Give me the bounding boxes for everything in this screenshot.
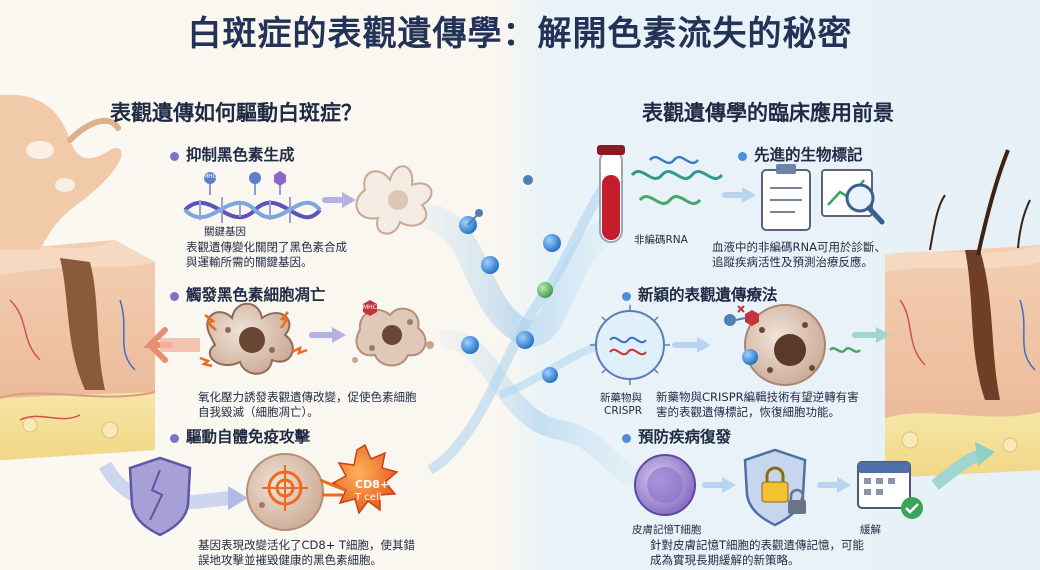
suppress-desc-line2: 與運輸所需的關鍵基因。: [186, 255, 313, 269]
chart-magnifier-icon: [821, 169, 885, 225]
drug-crispr-label-line1: 新藥物與: [600, 392, 642, 404]
bullet-dot: [170, 292, 179, 301]
biomarkers-desc-line2: 追蹤疾病活性及預測治療反應。: [712, 255, 873, 269]
skin-block-left: [0, 240, 156, 460]
crispr-virus-icon: [590, 305, 670, 385]
central-beads: [459, 175, 561, 383]
section-heading-therapy: 新穎的表觀遺傳療法: [638, 286, 778, 304]
apoptosis-desc-line1: 氧化壓力誘發表觀遺傳改變，促使色素細胞: [198, 390, 417, 404]
bullet-dot: [170, 434, 179, 443]
bullet-dot: [622, 434, 631, 443]
page-title: 白斑症的表觀遺傳學：解開色素流失的秘密: [187, 14, 853, 54]
section-heading-biomarkers: 先進的生物標記: [754, 146, 863, 164]
relapse-desc-line2: 成為實現長期緩解的新策略。: [650, 553, 800, 567]
tcell-label-line1: CD8+: [355, 478, 390, 491]
remission-label: 緩解: [860, 524, 881, 536]
section-heading-relapse: 預防疾病復發: [638, 428, 732, 446]
lock-shield-icon: [743, 448, 807, 527]
bullet-dot: [738, 152, 747, 161]
biomarkers-desc-line1: 血液中的非編碼RNA可用於診斷、: [712, 240, 886, 254]
left-heading: 表觀遺傳如何驅動白斑症？: [110, 101, 362, 125]
section-heading-suppress: 抑制黑色素生成: [186, 146, 295, 164]
ncrna-label: 非編碼RNA: [634, 234, 688, 246]
stressed-melanocyte: [199, 302, 308, 375]
cd8-t-cell: [319, 443, 399, 515]
bullet-dot: [622, 292, 631, 301]
drug-crispr-label-line2: CRISPR: [604, 405, 643, 417]
memory-t-cell: [634, 454, 696, 516]
apoptotic-melanocyte: [352, 300, 434, 367]
mhc-tag: MHC: [363, 304, 377, 311]
recovering-melanocyte: [724, 304, 826, 386]
melanocyte-inactive: [355, 165, 433, 235]
targeted-melanocyte: [246, 453, 324, 531]
therapy-desc-line2: 害的表觀遺傳標記，恢復細胞功能。: [656, 405, 840, 419]
memory-tcell-label: 皮膚記憶T細胞: [632, 524, 702, 536]
suppress-desc-line1: 表觀遺傳變化關閉了黑色素合成: [186, 240, 347, 254]
clipboard-icon: [761, 164, 811, 231]
relapse-desc-line1: 針對皮膚記憶T細胞的表觀遺傳記憶，可能: [650, 538, 865, 552]
bullet-dot: [170, 152, 179, 161]
dna-helix-icon: [183, 171, 322, 223]
skin-block-right: [885, 149, 1040, 478]
immune-desc-line2: 誤地攻擊並摧毀健康的黑色素細胞。: [198, 553, 382, 567]
rna-strands-icon: [630, 155, 724, 205]
calendar-check-icon: [857, 461, 923, 519]
hand-illustration: [0, 94, 122, 250]
blood-tube-icon: [597, 145, 625, 243]
section-heading-apoptosis: 觸發黑色素細胞凋亡: [186, 286, 326, 304]
immune-desc-line1: 基因表現改變活化了CD8+ T細胞，使其錯: [198, 538, 416, 552]
apoptosis-desc-line2: 自我毀滅（細胞凋亡）。: [198, 405, 319, 419]
right-heading: 表觀遺傳學的臨床應用前景: [642, 101, 894, 125]
section-heading-immune: 驅動自體免疫攻擊: [186, 428, 311, 446]
key-genes-label: 關鍵基因: [204, 226, 246, 238]
tcell-label-line2: T cell: [355, 492, 382, 503]
mhc-tag: MHC: [203, 173, 217, 180]
broken-shield-icon: [128, 456, 192, 537]
therapy-desc-line1: 新藥物與CRISPR編輯技術有望逆轉有害: [656, 390, 859, 404]
